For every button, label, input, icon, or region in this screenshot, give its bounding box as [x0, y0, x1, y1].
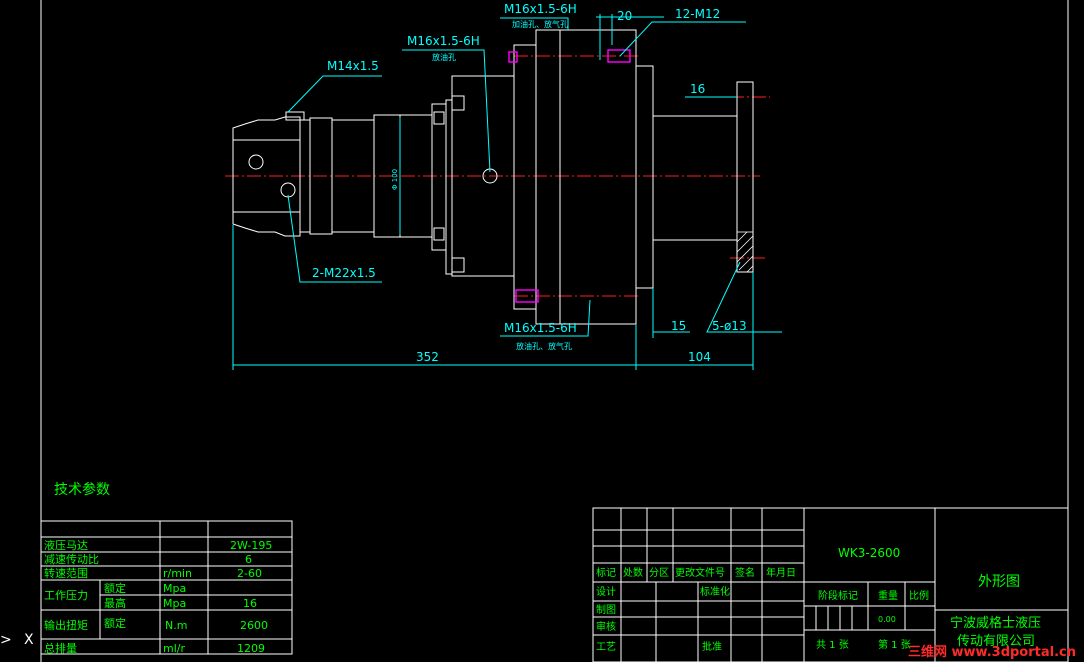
dim-shaft-dia: Φ 100 — [391, 169, 399, 190]
tb-weight-value: 0.00 — [878, 615, 896, 624]
tb-header-docno: 更改文件号 — [675, 566, 725, 579]
dim-m22: 2-M22x1.5 — [312, 266, 376, 280]
tp-row3-name: 转速范围 — [44, 566, 88, 580]
tp-row1-name: 液压马达 — [44, 538, 88, 552]
tb-sheet-no: 第 1 张 — [878, 638, 911, 651]
tp-row5-sub: 最高 — [104, 596, 126, 610]
dim-352: 352 — [416, 350, 439, 364]
tb-process: 工艺 — [596, 641, 616, 653]
tp-row6-sub: 额定 — [104, 616, 126, 630]
tb-sheets: 共 1 张 — [816, 639, 849, 651]
tp-row7-name: 总排量 — [44, 641, 77, 655]
tb-header-zone: 分区 — [649, 567, 669, 579]
title-block — [592, 507, 1069, 662]
tp-row3-value: 2-60 — [237, 567, 262, 580]
dim-5-holes: 5-ø13 — [712, 319, 747, 333]
tp-row4-name: 工作压力 — [44, 589, 88, 602]
dimension-text: M16x1.5-6H 加油孔、放气孔 M16x1.5-6H 放油孔 20 12-… — [312, 2, 747, 364]
dim-15: 15 — [671, 319, 686, 333]
tb-header-date: 年月日 — [766, 566, 796, 579]
tb-stage-mark: 阶段标记 — [818, 589, 858, 602]
tp-row2-name: 减速传动比 — [44, 553, 99, 566]
dim-mid-port-note: 放油孔 — [432, 52, 456, 62]
dim-20: 20 — [617, 9, 632, 23]
motor-outline — [232, 29, 754, 325]
tech-params-text: 液压马达 2W-195 减速传动比 6 转速范围 r/min 2-60 工作压力… — [44, 538, 272, 655]
dim-top-port: M16x1.5-6H — [504, 2, 577, 16]
tp-row1-value: 2W-195 — [230, 539, 272, 552]
tb-header-mark: 标记 — [596, 567, 616, 579]
tp-row6-value: 2600 — [240, 619, 268, 632]
tb-header-count: 处数 — [623, 566, 643, 579]
tech-params-table — [40, 520, 293, 655]
dim-top-port-note: 加油孔、放气孔 — [512, 19, 568, 29]
tb-weight: 重量 — [878, 589, 898, 602]
tp-row7-unit: ml/r — [163, 642, 185, 655]
tp-row6-name: 输出扭矩 — [44, 618, 88, 632]
port-markers — [508, 49, 631, 303]
tb-company-line1: 宁波威格士液压 — [950, 615, 1041, 631]
dimension-lines — [232, 14, 782, 370]
tp-row5-value: 16 — [243, 597, 257, 610]
dim-16: 16 — [690, 82, 705, 96]
tp-row7-value: 1209 — [237, 642, 265, 655]
tp-row4-unit: Mpa — [163, 582, 186, 595]
crosshair-cursor-icon: X — [24, 632, 34, 648]
tb-scale: 比例 — [909, 589, 929, 602]
dim-bottom-port: M16x1.5-6H — [504, 321, 577, 335]
tb-header-sign: 签名 — [735, 566, 755, 579]
tp-row2-value: 6 — [245, 553, 252, 566]
tb-model: WK3-2600 — [838, 546, 900, 560]
command-prompt[interactable]: > — [0, 632, 12, 648]
tb-drawing-name: 外形图 — [978, 574, 1020, 590]
tp-row5-unit: Mpa — [163, 597, 186, 610]
tb-drafting: 制图 — [596, 603, 616, 616]
tb-design: 设计 — [596, 585, 616, 598]
dim-104: 104 — [688, 350, 711, 364]
hatch-section — [736, 231, 754, 273]
dim-mid-port: M16x1.5-6H — [407, 34, 480, 48]
tb-approve: 批准 — [702, 640, 722, 653]
tb-review: 审核 — [596, 620, 616, 633]
tp-row4-sub: 额定 — [104, 581, 126, 595]
dim-bottom-port-note: 放油孔、放气孔 — [516, 341, 572, 351]
tp-row6-unit: N.m — [165, 619, 187, 632]
watermark: 三维网 www.3dportal.cn — [907, 645, 1076, 660]
dim-12-m12: 12-M12 — [675, 7, 720, 21]
tech-params-heading: 技术参数 — [54, 481, 110, 498]
tb-standardize: 标准化 — [700, 585, 730, 598]
tb-company-line2: 传动有限公司 — [957, 634, 1035, 649]
dim-m14: M14x1.5 — [327, 59, 379, 73]
tp-row3-unit: r/min — [163, 567, 192, 580]
title-block-text: 标记 处数 分区 更改文件号 签名 年月日 设计 标准化 制图 审核 工艺 批准… — [596, 546, 1041, 653]
